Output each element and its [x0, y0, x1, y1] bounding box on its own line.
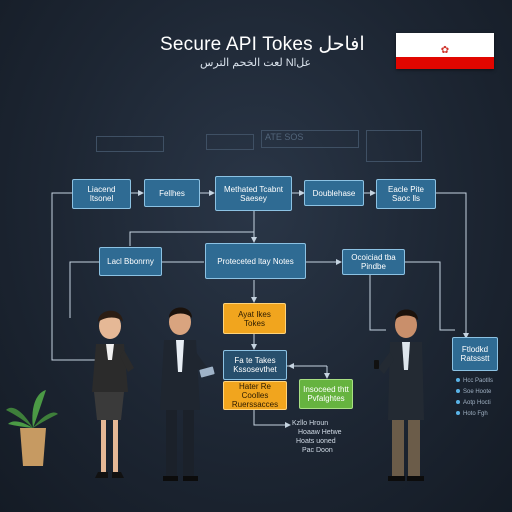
ghost-box [96, 136, 164, 152]
side-list-label: Aotp Hocti [463, 400, 491, 406]
connector [129, 231, 254, 246]
connector [436, 192, 469, 339]
man-figure-icon [374, 309, 424, 481]
flag-band-top [396, 33, 494, 45]
page-subtitle: لعت الخحم الترس Nlعل [200, 57, 312, 69]
flag-band-middle [396, 45, 494, 57]
man-figure-icon [160, 307, 215, 481]
note-line: Pac Doon [302, 447, 333, 454]
side-list-item: Aotp Hocti [456, 400, 493, 411]
side-list-item: Hoto Fgh [456, 411, 493, 422]
bullet-icon [456, 400, 460, 405]
bullet-icon [456, 378, 460, 383]
ghost-box [366, 130, 422, 162]
connector [253, 410, 291, 428]
woman-figure-icon [92, 310, 134, 478]
node-rate-cookies[interactable]: Hater Re Coolles Ruerssacces [223, 381, 287, 410]
side-list-item: Hcc Paotlls [456, 378, 493, 389]
note-line: Kzllo Hroun [292, 420, 329, 427]
connector [369, 275, 386, 331]
connector [405, 261, 455, 331]
node-method-token-server[interactable]: Methated Tcabnt Saesey [215, 176, 292, 211]
node-fellows[interactable]: Fellhes [144, 179, 200, 207]
side-list-label: Hoto Fgh [463, 411, 488, 417]
node-doublebase[interactable]: Doublehase [304, 180, 364, 206]
node-fa-to-token[interactable]: Fa te Takes Kssosevthet [223, 350, 287, 380]
node-token-rights[interactable]: Eacle Pite Saoc lls [376, 179, 436, 209]
node-request-identity[interactable]: Liacend Itsonel [72, 179, 131, 209]
background-panel: ATE SOS [96, 130, 422, 166]
side-list-label: Hcc Paotlls [463, 378, 494, 384]
tulip-emblem-icon: ✿ [440, 45, 450, 56]
connector [69, 261, 99, 318]
side-list: Hcc Paotlls Soe Hoote Aotp Hocti Hoto Fg… [456, 378, 493, 422]
side-list-label: Soe Hoote [463, 389, 492, 395]
node-right-panel[interactable]: Ftlodkd Ratssstt [452, 337, 498, 371]
node-label-economy[interactable]: Lacl Bbonrny [99, 247, 162, 276]
node-defined-trades[interactable]: Ocoiciad tba Pindbe [342, 249, 405, 275]
note-line: Hoats uoned [296, 438, 336, 445]
ghost-label: ATE SOS [261, 130, 359, 148]
bullet-icon [456, 411, 460, 416]
flag: ✿ [396, 33, 494, 69]
flag-band-bottom [396, 57, 494, 69]
connector [51, 192, 96, 361]
side-list-item: Soe Hoote [456, 389, 493, 400]
node-attack-tokens[interactable]: Ayat Ikes Tokes [223, 303, 286, 334]
node-insurance-refreshes[interactable]: Insoceed thtt Pvfalghtes [299, 379, 353, 409]
bullet-icon [456, 389, 460, 394]
page-title: Secure API Tokes افاحل [160, 34, 365, 55]
note-line: Hoaaw Hetwe [298, 429, 342, 436]
ghost-box [206, 134, 254, 150]
node-protected-key-notes[interactable]: Proteceted ltay Notes [205, 243, 306, 279]
plant-icon [6, 390, 58, 466]
